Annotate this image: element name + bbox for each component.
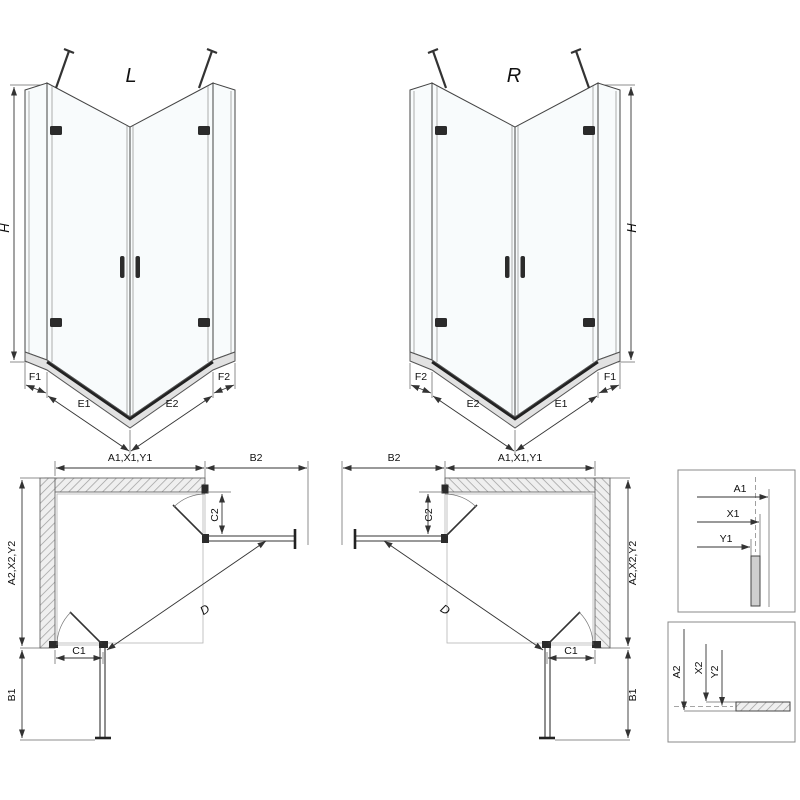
view-title-right: R [507, 65, 521, 87]
open-door [172, 504, 205, 537]
dim-label-b2-left: B2 [250, 452, 263, 464]
fixed-side-panel [24, 82, 48, 361]
dim-label-h-left: H [0, 223, 12, 233]
plan-view-left-geometry [19, 461, 309, 741]
detail-label-x2: X2 [693, 661, 705, 674]
detail-box-bottom: A2 X2 Y2 [667, 621, 796, 743]
door-swing-arc [173, 493, 206, 508]
door-handle [120, 256, 125, 278]
dim-label-f2-left: F2 [218, 371, 230, 383]
dim-label-b1-left: B1 [6, 688, 18, 701]
dim-label-b2-right: B2 [388, 452, 401, 464]
plan-view-right-geometry [342, 461, 630, 740]
dim-label-b1-right: B1 [627, 688, 639, 701]
wall-section [39, 477, 56, 649]
open-door [69, 611, 103, 645]
dim-label-e1-left: E1 [78, 398, 91, 410]
support-arm [197, 50, 214, 89]
hinge [198, 318, 210, 327]
glass-profile-section [750, 555, 761, 607]
dim-label-a2x2y2-left: A2,X2,Y2 [6, 541, 18, 586]
dim-label-a1x1y1-right: A1,X1,Y1 [498, 452, 543, 464]
glass-profile-section [735, 701, 791, 712]
support-arm [54, 50, 71, 89]
dim-label-a1x1y1-left: A1,X1,Y1 [108, 452, 153, 464]
fixed-side-panel [212, 82, 236, 361]
hinge [50, 318, 62, 327]
dim-label-c2-right: C2 [423, 508, 435, 522]
dim-label-d-left: D [197, 601, 212, 618]
dim-label-h-right: H [624, 223, 639, 233]
wall-profile [201, 484, 209, 494]
wall-profile [49, 641, 58, 648]
hinge [198, 126, 210, 135]
door-hinge [99, 641, 108, 648]
wall-section [44, 477, 206, 493]
detail-label-x1: X1 [727, 508, 740, 520]
dim-label-c2-left: C2 [209, 508, 221, 522]
door-handle [135, 256, 140, 278]
dim-label-c1-right: C1 [564, 645, 578, 657]
dim-label-e2-left: E2 [166, 398, 179, 410]
door-hinge [202, 534, 209, 543]
dim-label-f1-right: F1 [604, 371, 616, 383]
dim-label-e2-right: E2 [467, 398, 480, 410]
hinge [50, 126, 62, 135]
door-swing-arc [56, 612, 71, 646]
perspective-view-left-geometry [10, 47, 236, 454]
detail-box-top: A1 X1 Y1 [677, 469, 796, 613]
view-title-left: L [125, 65, 136, 87]
dim-label-f1-left: F1 [29, 371, 41, 383]
detail-label-y1: Y1 [720, 533, 733, 545]
dim-label-c1-left: C1 [72, 645, 86, 657]
dim-label-d-right: D [438, 601, 453, 618]
detail-label-a1: A1 [734, 483, 747, 495]
perspective-view-right-geometry [410, 49, 635, 454]
detail-label-y2: Y2 [709, 665, 721, 678]
dim-label-a2x2y2-right: A2,X2,Y2 [627, 541, 639, 586]
dim-label-f2-right: F2 [415, 371, 427, 383]
dim-label-e1-right: E1 [555, 398, 568, 410]
detail-label-a2: A2 [671, 665, 683, 678]
